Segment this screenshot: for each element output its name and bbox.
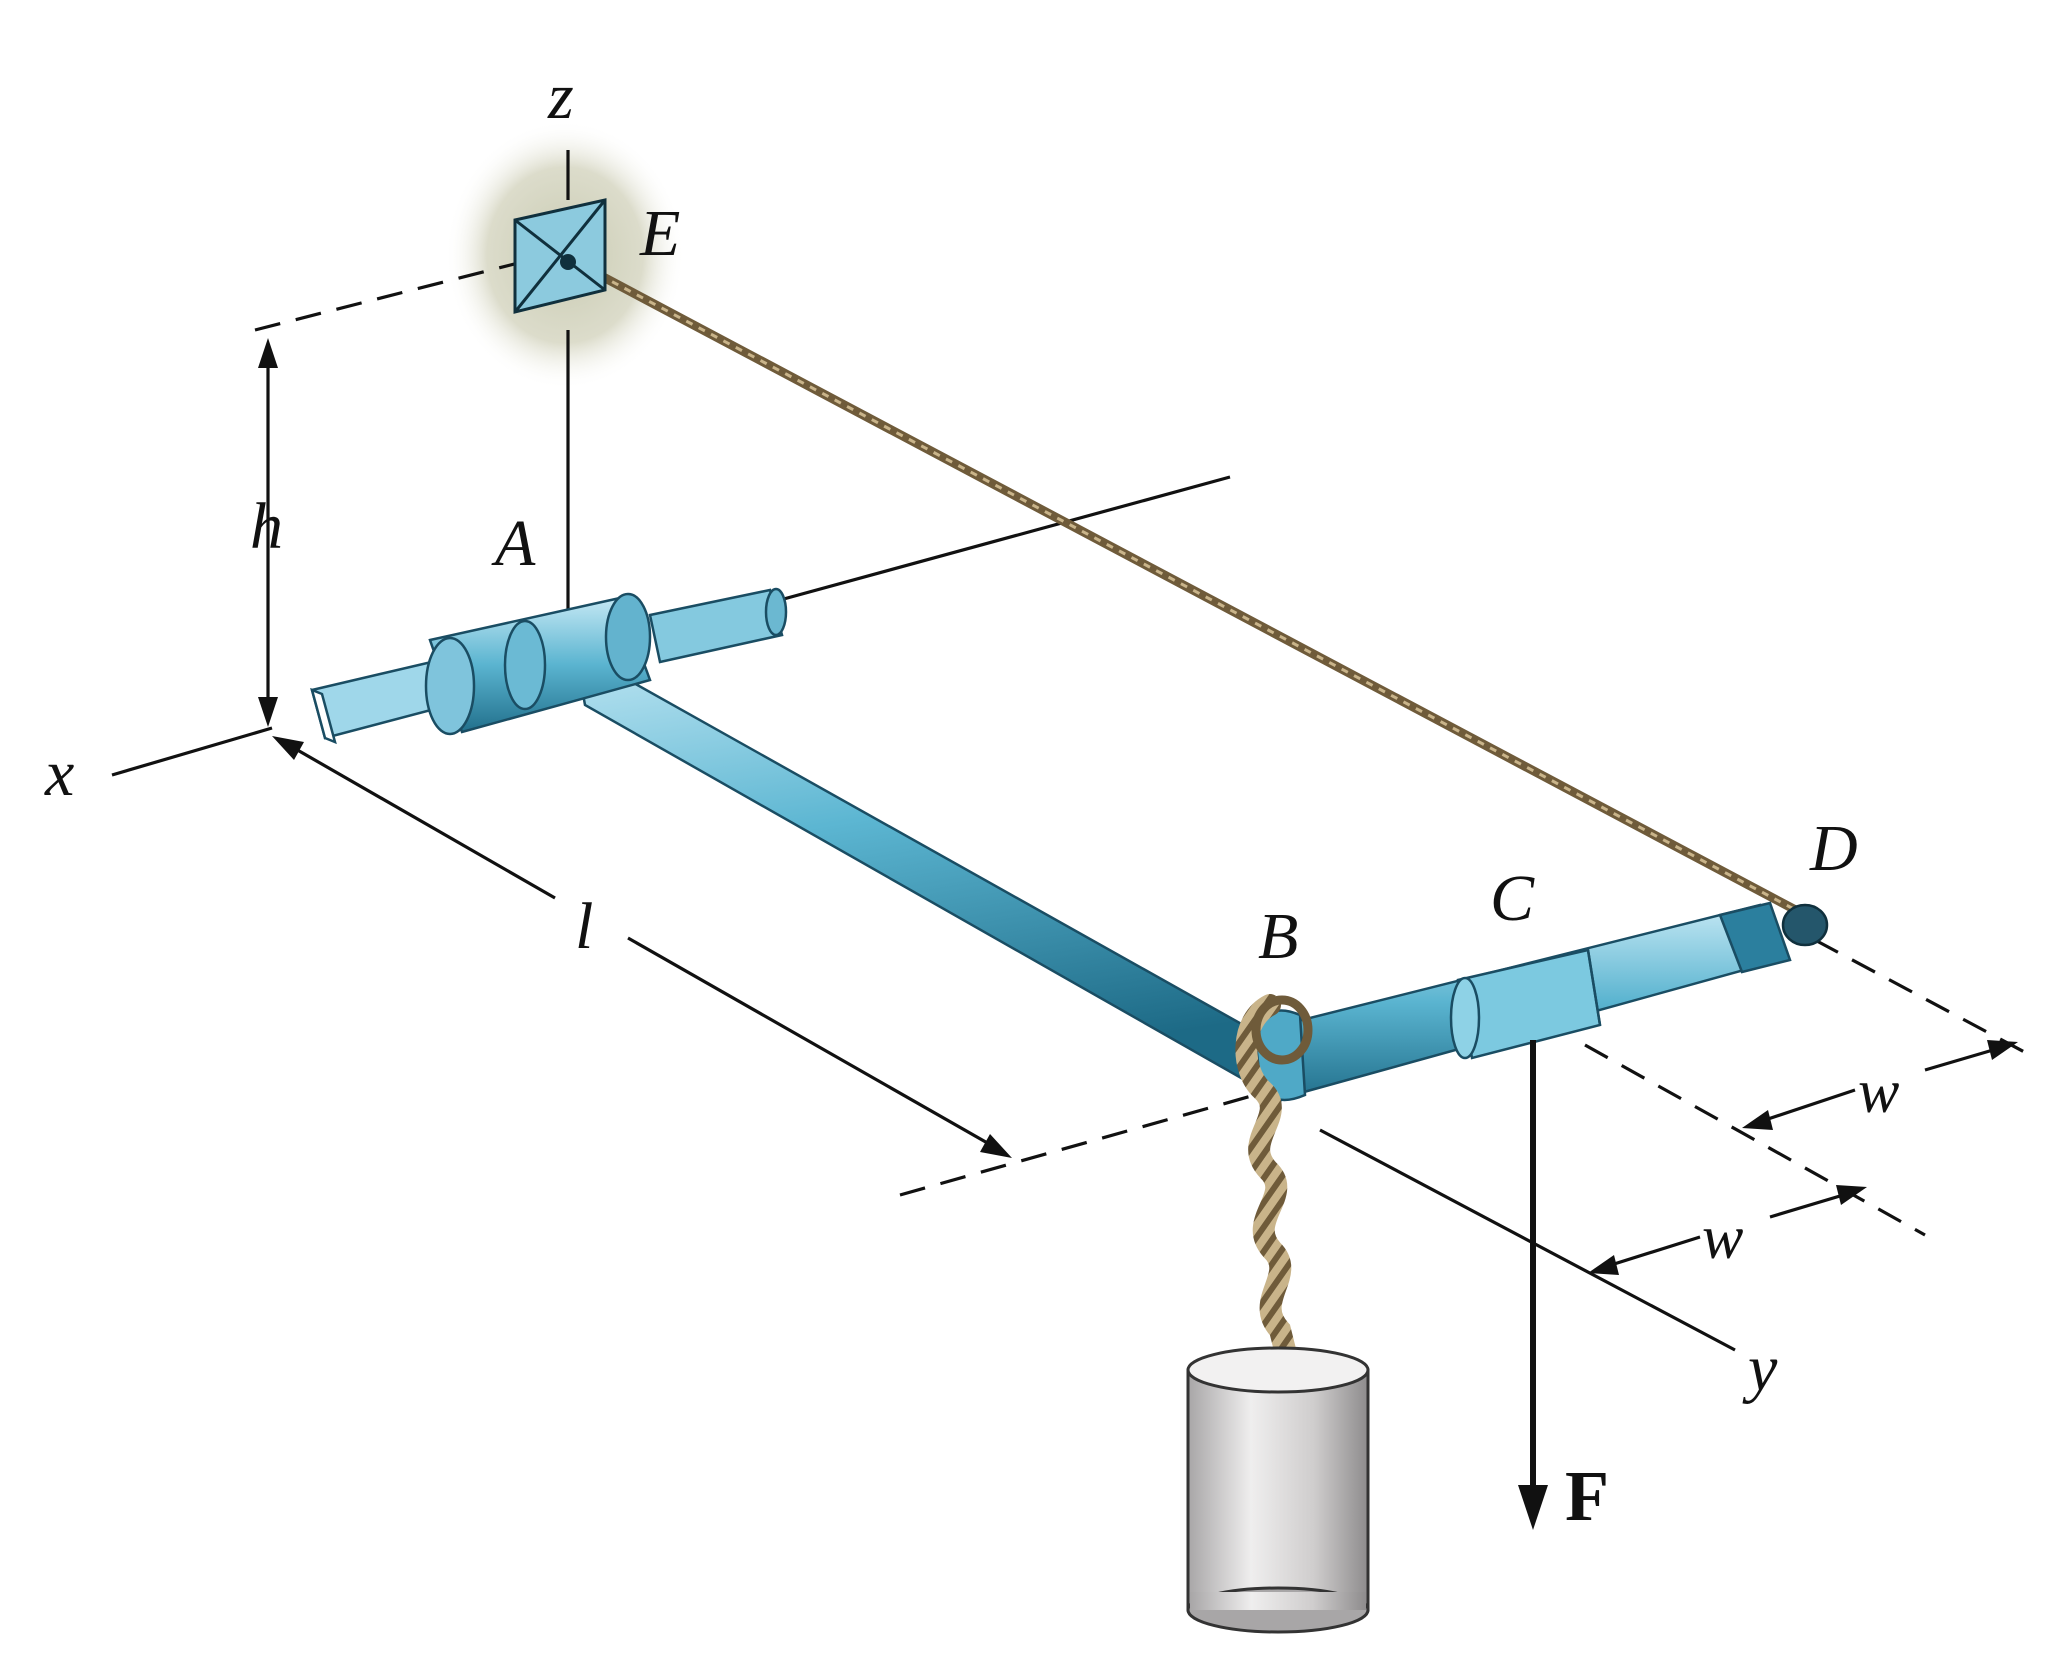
bearing-right-stub bbox=[648, 588, 784, 664]
dimension-l-label: l bbox=[575, 890, 593, 963]
h-arrow-top-icon bbox=[258, 338, 278, 368]
shaft-AB bbox=[573, 647, 1282, 1103]
axis-z-label: z bbox=[547, 60, 574, 133]
weight-cylinder-icon bbox=[1186, 1346, 1370, 1634]
force-arrow-icon bbox=[1518, 1485, 1548, 1530]
end-cap-D-tip bbox=[1781, 903, 1829, 947]
end-cap-D bbox=[1718, 901, 1792, 974]
axis-y-label: y bbox=[1742, 1332, 1778, 1405]
bearing-left-stub-end bbox=[310, 687, 337, 745]
axis-x-label: x bbox=[44, 737, 74, 810]
bearing-right-stub-end bbox=[764, 587, 788, 637]
w1-arrow-left-icon bbox=[1742, 1110, 1773, 1130]
w2-arrow-left-icon bbox=[1588, 1255, 1619, 1275]
force-F-label: F bbox=[1565, 1456, 1609, 1536]
l-arrow-start-icon bbox=[272, 736, 304, 760]
bearing-axis-line bbox=[779, 475, 1231, 602]
point-C-label: C bbox=[1490, 862, 1535, 935]
w1-arrow-right-icon bbox=[1987, 1040, 2018, 1060]
dimension-w2-label: w bbox=[1702, 1204, 1743, 1272]
l-dimension-line-upper bbox=[279, 738, 556, 900]
bearing-collar-A-rim-right bbox=[604, 592, 652, 682]
rope-loop-B bbox=[1251, 995, 1313, 1065]
l-dimension-line-lower bbox=[627, 936, 1006, 1155]
y-axis bbox=[1319, 1128, 1736, 1352]
h-arrow-bottom-icon bbox=[258, 697, 278, 727]
bearing-collar-A-rim-left bbox=[424, 636, 476, 736]
x-axis bbox=[111, 726, 273, 777]
point-E-label: E bbox=[639, 197, 680, 270]
w-reference-dashed-2 bbox=[1814, 938, 2031, 1057]
rope-icon bbox=[1235, 994, 1301, 1381]
l-reference-dashed bbox=[899, 1093, 1256, 1197]
w-reference-dashed-1 bbox=[1584, 1043, 1926, 1237]
point-A-label: A bbox=[491, 507, 536, 580]
collar-C-rim bbox=[1449, 976, 1481, 1060]
bracket-E-center bbox=[560, 254, 576, 270]
dimension-h-label: h bbox=[250, 490, 283, 563]
dimension-w1-label: w bbox=[1858, 1058, 1899, 1126]
cable-ED bbox=[570, 257, 1810, 920]
collar-C-seam bbox=[1586, 949, 1602, 1026]
bearing-collar-A-rim-mid bbox=[503, 619, 547, 711]
w2-arrow-right-icon bbox=[1836, 1185, 1867, 1205]
bracket-E-diag-2 bbox=[513, 199, 607, 313]
point-B-label: B bbox=[1258, 900, 1298, 973]
l-arrow-end-icon bbox=[980, 1134, 1012, 1158]
point-D-label: D bbox=[1809, 812, 1858, 885]
h-reference-dashed bbox=[254, 258, 531, 332]
